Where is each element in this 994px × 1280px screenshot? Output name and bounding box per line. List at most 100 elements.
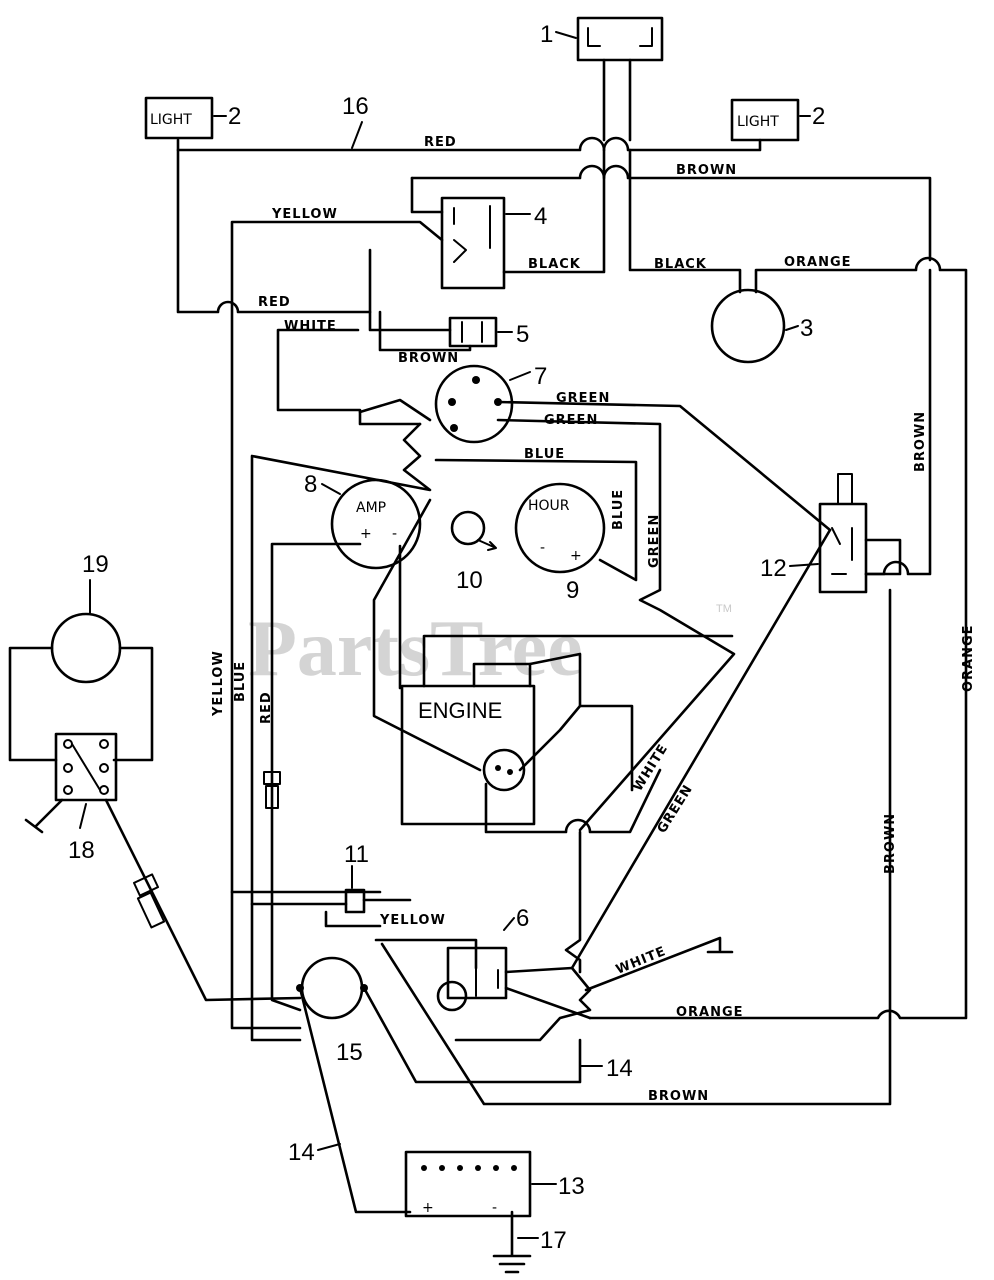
component-2-light-right: LIGHT (730, 98, 800, 142)
wire-label-yellow-top: YELLOW (271, 207, 338, 222)
wire-label-blue-top: BLUE (524, 447, 565, 462)
component-7-ignition-switch (434, 364, 514, 444)
callout-17: 15 (336, 1039, 363, 1066)
component-3 (710, 288, 786, 364)
wire-label-black-left: BLACK (528, 257, 581, 272)
wire-label-white-ground: WHITE (614, 944, 669, 978)
callout-6: 6 (516, 905, 529, 932)
callout-1: 1 (540, 21, 553, 48)
component-5-relay (448, 316, 498, 348)
wire-label-yellow-bottom: YELLOW (379, 913, 446, 928)
wire-green-1 (496, 400, 832, 532)
battery-plus-sign: + (422, 1200, 434, 1216)
wire-16-red (176, 136, 762, 152)
wire-label-blue-left-vertical: BLUE (233, 661, 248, 702)
callout-2-left: 2 (228, 103, 241, 130)
battery-minus-sign: - (492, 1200, 497, 1216)
wire-label-red-top: RED (424, 135, 457, 150)
callout-16: 16 (342, 93, 369, 120)
wire-orange (588, 256, 968, 1020)
wire-brown-5 (378, 310, 472, 352)
callout-19: 19 (82, 551, 109, 578)
callout-14-right: 14 (606, 1055, 633, 1082)
wire-label-red-mid: RED (258, 295, 291, 310)
wire-amp-engine (372, 498, 482, 772)
wire-yellow-bottom (374, 938, 478, 970)
wire-brown-seat (864, 268, 932, 576)
component-1-switch (576, 16, 664, 142)
callout-leader-16 (351, 121, 363, 149)
wire-label-red-left-vertical: RED (259, 691, 274, 724)
wire-17-to-6 (362, 986, 582, 1084)
component-17-regulator (296, 956, 368, 1020)
callout-leader-18 (79, 803, 87, 829)
hour-meter-label: HOUR (528, 498, 570, 514)
light-right-label: LIGHT (737, 114, 779, 130)
amp-minus-sign: - (392, 526, 397, 542)
callout-4: 4 (534, 203, 547, 230)
wire-solenoid-orange (504, 986, 592, 1020)
callout-leader-1 (555, 31, 577, 39)
wire-label-white-top: WHITE (284, 319, 337, 334)
callout-11: 11 (344, 841, 369, 868)
wire-switch-link (358, 398, 432, 422)
callout-3: 3 (800, 315, 813, 342)
callout-leader-3 (785, 325, 799, 331)
component-8-amp-gauge: AMP + - (330, 478, 422, 570)
wire-14-battery-cable (298, 986, 412, 1214)
callout-leader-7 (509, 371, 531, 381)
wire-label-brown-mid: BROWN (398, 351, 459, 366)
wire-white-down (564, 830, 582, 974)
callout-leader-12 (789, 563, 819, 567)
wire-label-brown-bottom-vertical: BROWN (883, 813, 898, 874)
wire-black-right (628, 148, 742, 294)
callout-7: 7 (534, 363, 547, 390)
component-10 (450, 510, 497, 551)
watermark: PartsTree (248, 605, 583, 693)
connector-inline-red (263, 771, 281, 809)
wire-blue (434, 458, 638, 582)
component-9-hour-meter: HOUR - + (514, 482, 606, 574)
callout-18: 18 (68, 837, 95, 864)
amp-gauge-label: AMP (356, 500, 386, 516)
callout-leader-14b (317, 1143, 341, 1151)
component-6-solenoid (436, 946, 508, 1012)
hour-minus-sign: - (540, 540, 545, 556)
callout-leader-8 (321, 483, 341, 495)
wire-label-brown-right-vertical: BROWN (913, 411, 928, 472)
light-left-label: LIGHT (150, 112, 192, 128)
callout-leader-6 (503, 917, 515, 931)
wire-label-orange-right-vertical: ORANGE (961, 624, 976, 692)
wire-engine-stator (518, 704, 582, 772)
component-13-battery: + - (404, 1150, 532, 1218)
callout-13: 13 (558, 1173, 585, 1200)
callout-5: 5 (516, 321, 529, 348)
wire-green-2 (496, 418, 736, 832)
wire-white-ground (584, 936, 734, 992)
inline-fuse-18 (132, 873, 166, 929)
wire-yellow-left (230, 220, 444, 1030)
wire-label-black-right: BLACK (654, 257, 707, 272)
callout-12: 12 (760, 555, 787, 582)
hour-plus-sign: + (570, 548, 582, 564)
amp-plus-sign: + (360, 526, 372, 542)
wire-red-left-drop (176, 148, 372, 314)
callout-9: 9 (566, 577, 579, 604)
wire-blue-left (250, 422, 432, 1042)
component-19 (8, 612, 154, 762)
wire-label-green-1: GREEN (556, 391, 610, 406)
component-4-key-switch (440, 196, 506, 290)
wire-white-engine (484, 768, 662, 834)
callout-14-left: 14 (288, 1139, 315, 1166)
component-15-ground (492, 1210, 532, 1274)
callout-8: 8 (304, 471, 317, 498)
wire-label-green-vertical: GREEN (647, 514, 662, 568)
wire-black-left (502, 148, 606, 274)
callout-15: 17 (540, 1227, 567, 1254)
component-2-light-left: LIGHT (144, 96, 214, 140)
wire-key-to-5 (368, 248, 452, 332)
wire-solenoid-out (454, 966, 592, 1042)
wire-to-11 (230, 890, 382, 906)
engine-stator-connector (482, 748, 526, 792)
wire-label-orange-bottom: ORANGE (676, 1005, 744, 1020)
